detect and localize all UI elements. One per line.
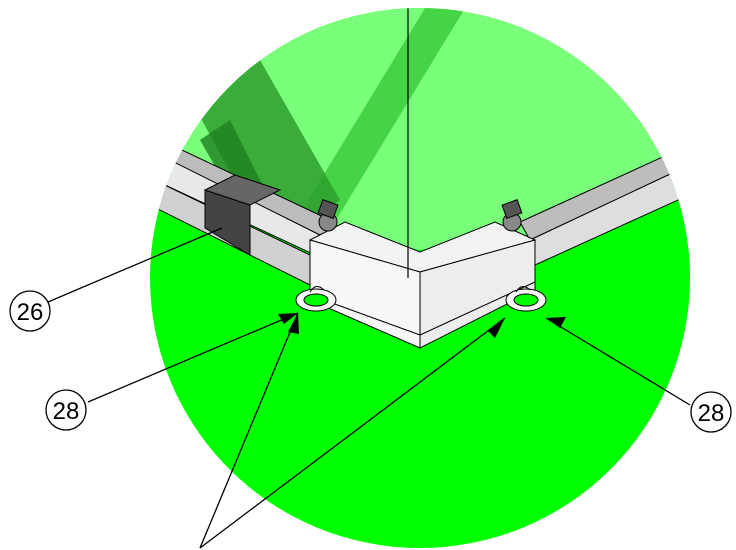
clip-left [317,199,339,232]
arrowhead [288,313,299,334]
right-frame-rail-top [519,139,690,241]
arrowhead [278,313,298,324]
leader-bottom-1 [199,312,299,549]
leader-28-right [545,317,691,406]
callout-26-label: 26 [17,299,44,326]
eye-bolt-left [295,286,337,312]
leader-28-left [87,312,299,403]
arrowheads [278,313,566,338]
leaders [47,227,691,549]
arrowhead [546,317,566,328]
arrowhead [488,318,505,338]
callout-28-left-label: 28 [53,398,80,425]
eye-bolt-right [505,286,547,312]
clip-right [501,199,523,232]
callout-26: 26 [9,290,51,332]
leader-26 [47,227,223,303]
reflection-stripe [180,60,340,230]
detail-circle [150,8,690,548]
dark-block-26-top [203,174,282,206]
callout-28-right: 28 [690,391,732,433]
callout-28-right-label: 28 [698,400,725,427]
leader-bottom-2 [199,317,506,549]
callout-28-left: 28 [45,389,87,431]
reflection-stripe [290,8,470,230]
